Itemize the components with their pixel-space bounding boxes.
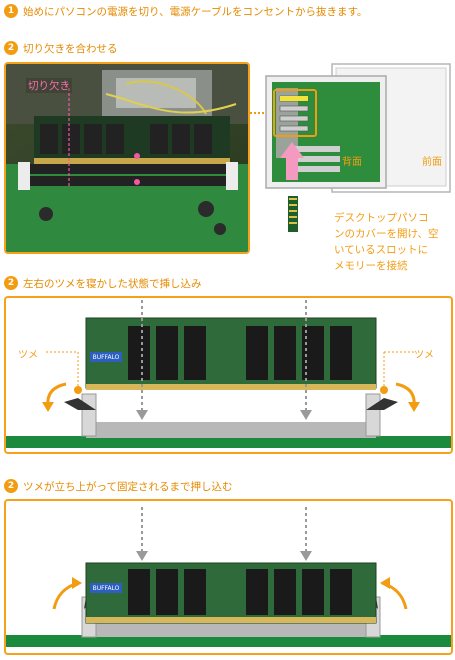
notch-label: 切り欠き <box>26 78 72 93</box>
step-number: 2 <box>4 276 18 290</box>
desktop-note-line: メモリーを接続 <box>334 260 408 272</box>
desktop-note-line: デスクトップパソコ <box>334 212 429 224</box>
brand-label: BUFFALO <box>90 352 122 362</box>
pc-case-illustration <box>265 63 451 232</box>
step-1: 1 始めにパソコンの電源を切り、電源ケーブルをコンセントから抜きます。 <box>4 3 367 19</box>
press-diagram: BUFFALO <box>4 499 453 655</box>
step-text: 切り欠きを合わせる <box>23 42 118 55</box>
pc-case-diagram: 背面 前面 <box>262 62 455 232</box>
insert-diagram: ツメ ツメ BUFFALO <box>4 296 453 454</box>
motherboard-photo: 切り欠き <box>4 62 250 254</box>
desktop-note-line: いているスロットに <box>334 244 429 256</box>
step-number: 2 <box>4 41 18 55</box>
right-tab-label: ツメ <box>414 350 434 361</box>
step-text: 始めにパソコンの電源を切り、電源ケーブルをコンセントから抜きます。 <box>23 5 368 18</box>
motherboard-photo-illustration <box>6 64 248 252</box>
step-text: 左右のツメを寝かした状態で挿し込み <box>23 277 202 290</box>
desktop-note: デスクトップパソコ ンのカバーを開け、空 いているスロットに メモリーを接続 <box>334 210 438 274</box>
insert-diagram-illustration <box>6 300 451 448</box>
step-2-press: 2 ツメが立ち上がって固定されるまで押し込む <box>4 478 232 494</box>
back-label: 背面 <box>342 157 362 168</box>
front-label: 前面 <box>422 157 442 168</box>
left-tab-label: ツメ <box>18 350 38 361</box>
desktop-note-line: ンのカバーを開け、空 <box>334 228 439 240</box>
brand-label: BUFFALO <box>90 583 122 593</box>
press-diagram-illustration <box>6 507 451 647</box>
step-2-align: 2 切り欠きを合わせる <box>4 40 118 56</box>
step-number: 2 <box>4 479 18 493</box>
step-text: ツメが立ち上がって固定されるまで押し込む <box>23 480 233 493</box>
step-2-insert: 2 左右のツメを寝かした状態で挿し込み <box>4 275 202 291</box>
step-number: 1 <box>4 4 18 18</box>
